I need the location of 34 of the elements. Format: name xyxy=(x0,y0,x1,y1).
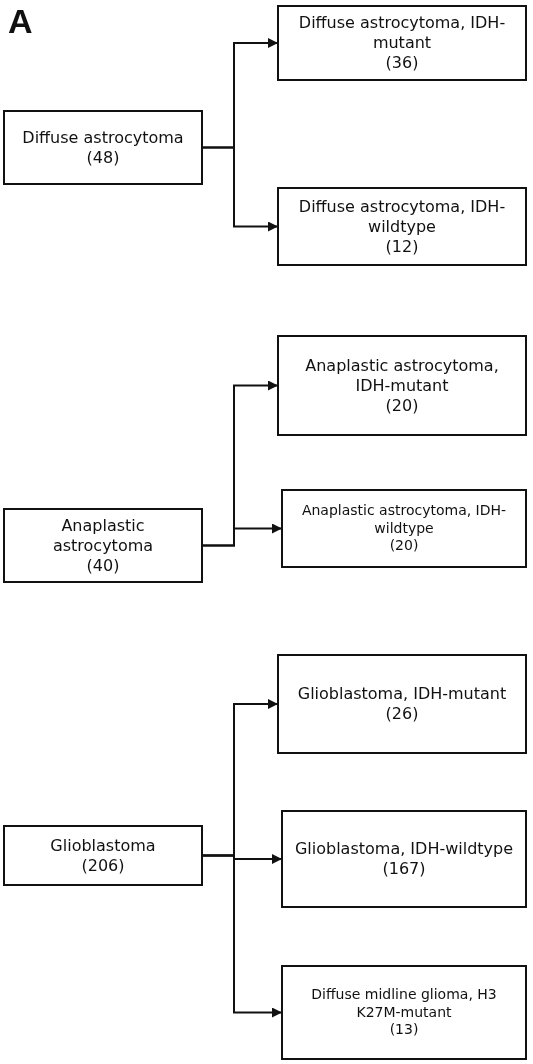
category-box xyxy=(3,110,203,185)
category-box xyxy=(3,825,203,886)
case-count: (13) xyxy=(389,1021,419,1039)
arrow xyxy=(202,146,278,232)
category-box xyxy=(277,654,527,754)
case-count: (20) xyxy=(389,537,419,555)
category-name: Anaplastic astrocytoma, IDH-wildtype xyxy=(300,502,508,538)
category-name: Anaplastic astrocytoma, IDH-mutant xyxy=(304,355,500,396)
category-box xyxy=(277,187,527,266)
category-name: Diffuse midline glioma, H3 K27M-mutant xyxy=(310,986,498,1022)
case-count: (36) xyxy=(385,53,419,73)
category-name: Glioblastoma, IDH-wildtype xyxy=(294,839,514,859)
case-count: (40) xyxy=(86,555,120,576)
case-count: (20) xyxy=(385,395,419,416)
case-count: (48) xyxy=(86,147,120,168)
category-box xyxy=(281,965,527,1060)
case-count: (167) xyxy=(382,859,426,879)
category-name: Diffuse astrocytoma, IDH-mutant xyxy=(297,13,507,53)
category-box xyxy=(281,810,527,908)
category-box xyxy=(277,5,527,81)
arrow xyxy=(202,854,282,1018)
category-box xyxy=(277,335,527,436)
category-name: Diffuse astrocytoma, IDH-wildtype xyxy=(297,196,507,237)
category-name: Diffuse astrocytoma xyxy=(22,127,184,148)
category-name: Anaplastic astrocytoma xyxy=(51,515,155,556)
case-count: (26) xyxy=(385,704,419,724)
panel-label: A xyxy=(8,2,33,41)
category-name: Glioblastoma xyxy=(50,835,156,856)
case-count: (206) xyxy=(81,855,125,876)
category-box xyxy=(3,508,203,583)
category-box xyxy=(281,489,527,568)
case-count: (12) xyxy=(385,236,419,257)
category-name: Glioblastoma, IDH-mutant xyxy=(297,684,507,704)
arrow xyxy=(202,523,282,547)
